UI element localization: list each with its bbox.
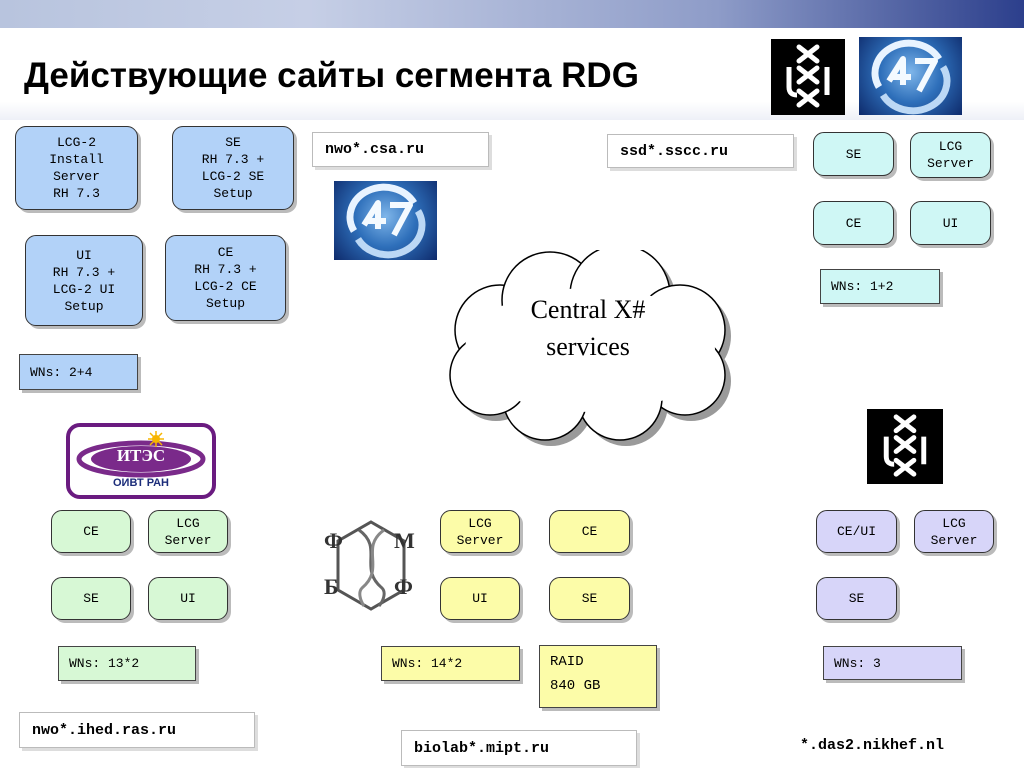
fbmf-letter-f-bottom: Ф <box>394 574 413 599</box>
ihed-ui-node: UI <box>148 577 228 620</box>
fbmf-letter-f-top: Ф <box>324 528 343 553</box>
page-title: Действующие сайты сегмента RDG <box>24 56 639 95</box>
csa-ce-node: CE RH 7.3 + LCG-2 CE Setup <box>165 235 286 321</box>
itep-logo: ИТЭС ОИВТ РАН <box>66 423 216 499</box>
fbmf-letter-b: Б <box>324 574 339 599</box>
cloud-text-line2: services <box>546 332 630 361</box>
itep-logo-name: ИТЭС <box>116 446 166 465</box>
logo-47-csa <box>334 181 437 260</box>
site-label-ihed: nwo*.ihed.ras.ru <box>19 712 255 748</box>
nikhef-se-node: SE <box>816 577 897 620</box>
mipt-lcg-server-node: LCG Server <box>440 510 520 553</box>
nikhef-ceui-node: CE/UI <box>816 510 897 553</box>
title-bar <box>0 28 1024 120</box>
nikhef-wns-box: WNs: 3 <box>823 646 962 680</box>
site-label-csa: nwo*.csa.ru <box>312 132 489 167</box>
csa-wns-box: WNs: 2+4 <box>19 354 138 390</box>
central-services-cloud: Central X# services <box>449 250 731 446</box>
ihed-lcg-server-node: LCG Server <box>148 510 228 553</box>
ihed-se-node: SE <box>51 577 131 620</box>
mipt-ce-node: CE <box>549 510 630 553</box>
top-gradient-band <box>0 0 1024 28</box>
mipt-ui-node: UI <box>440 577 520 620</box>
ihed-ce-node: CE <box>51 510 131 553</box>
uva-logo <box>771 39 845 115</box>
mipt-raid-box: RAID 840 GB <box>539 645 657 708</box>
fbmf-letter-m: М <box>394 528 415 553</box>
mipt-wns-box: WNs: 14*2 <box>381 646 520 681</box>
sscc-wns-box: WNs: 1+2 <box>820 269 940 304</box>
ihed-wns-box: WNs: 13*2 <box>58 646 196 681</box>
sscc-ui-node: UI <box>910 201 991 245</box>
site-label-sscc: ssd*.sscc.ru <box>607 134 794 168</box>
itep-logo-subtitle: ОИВТ РАН <box>112 477 170 489</box>
site-label-mipt: biolab*.mipt.ru <box>401 730 637 766</box>
sscc-ce-node: CE <box>813 201 894 245</box>
logo-47 <box>859 37 962 115</box>
sscc-se-node: SE <box>813 132 894 176</box>
cloud-text-line1: Central X# <box>531 295 646 324</box>
csa-se-node: SE RH 7.3 + LCG-2 SE Setup <box>172 126 294 210</box>
csa-ui-node: UI RH 7.3 + LCG-2 UI Setup <box>25 235 143 326</box>
mipt-se-node: SE <box>549 577 630 620</box>
sscc-lcg-server-node: LCG Server <box>910 132 991 178</box>
nikhef-lcg-server-node: LCG Server <box>914 510 994 553</box>
uva-logo-nikhef <box>867 409 943 484</box>
site-label-nikhef: *.das2.nikhef.nl <box>800 737 945 754</box>
fbmf-logo: Ф М Б Ф <box>324 518 419 613</box>
csa-install-server-node: LCG-2 Install Server RH 7.3 <box>15 126 138 210</box>
